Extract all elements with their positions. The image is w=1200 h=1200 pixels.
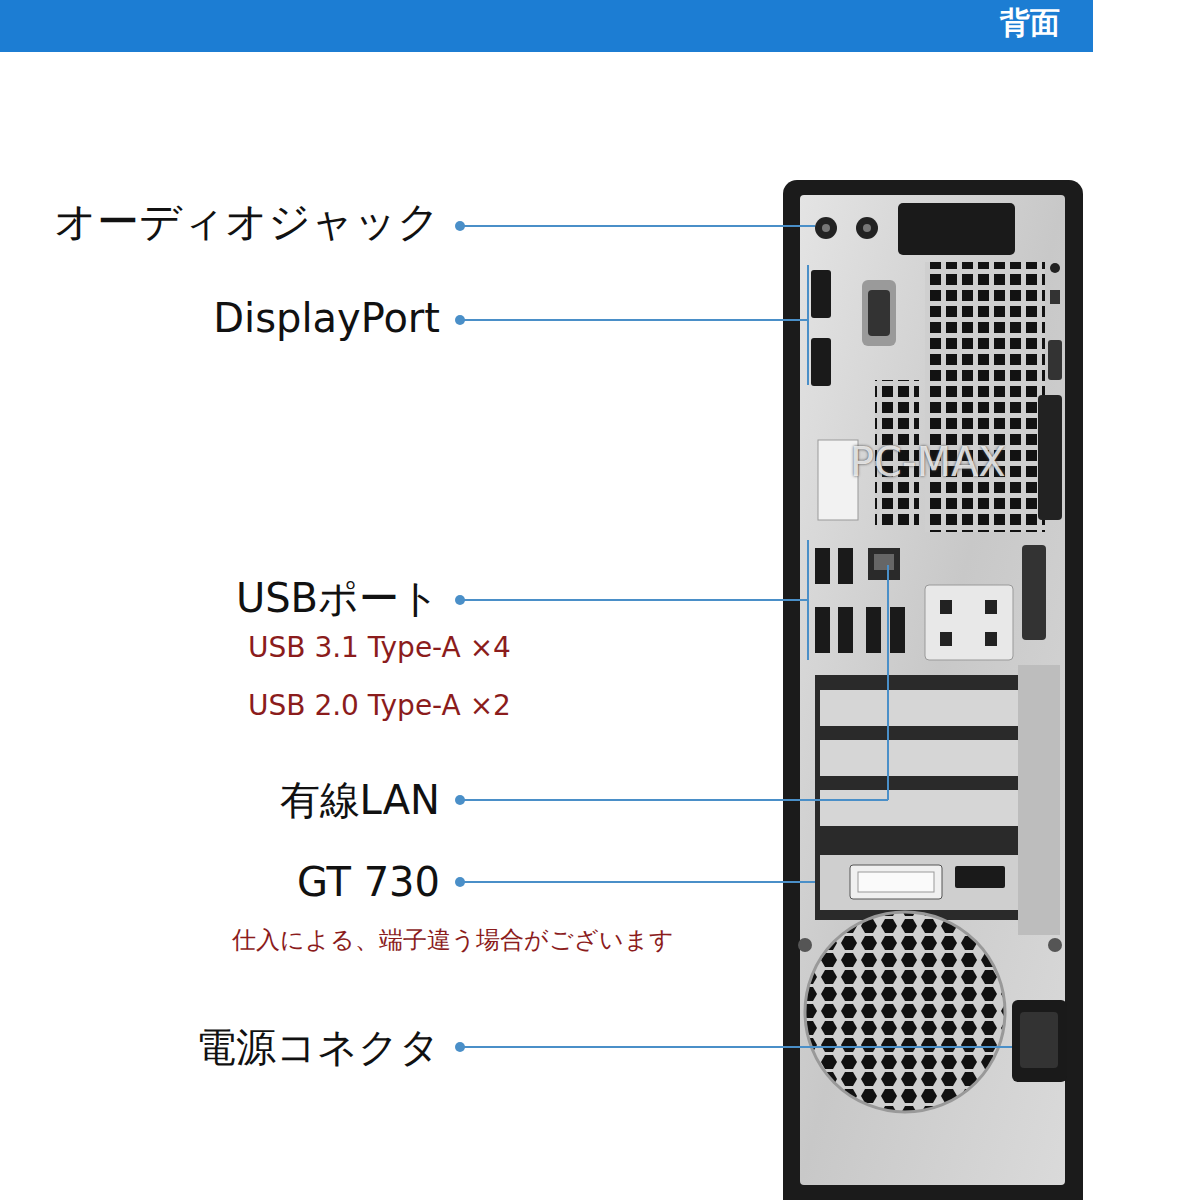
spec-note: USB 3.1 Type-A ×4 <box>248 633 511 664</box>
port-label: DisplayPort <box>213 296 440 340</box>
latch <box>1022 545 1046 640</box>
usb-port <box>838 548 853 584</box>
latch <box>1038 395 1062 520</box>
rear-panel <box>800 195 1065 1185</box>
slot-cover <box>820 690 1020 726</box>
gpu-displayport <box>955 866 1005 888</box>
port-label: GT 730 <box>297 860 440 904</box>
title-bar <box>0 0 1093 52</box>
plate <box>925 585 1013 660</box>
power-connector <box>1012 1000 1067 1082</box>
leader-lines <box>460 226 1012 1047</box>
port-label: USBポート <box>236 576 440 620</box>
gpu-bracket <box>820 855 1020 910</box>
dvi-port <box>850 865 942 899</box>
spec-note: USB 2.0 Type-A ×2 <box>248 691 511 722</box>
usb-port <box>890 607 905 653</box>
port-label: オーディオジャック <box>54 199 440 245</box>
displayport <box>811 338 831 386</box>
handle <box>898 203 1015 255</box>
usb-port <box>815 607 830 653</box>
lan-port <box>868 548 900 580</box>
fan-grill <box>805 912 1005 1112</box>
audio-jack <box>815 217 837 239</box>
usb-port <box>866 607 881 653</box>
audio-jack <box>856 217 878 239</box>
slot-area <box>815 675 1025 920</box>
watermark: PC-MAX <box>850 440 1006 484</box>
usb-port <box>838 607 853 653</box>
vent <box>925 262 1045 532</box>
usb-port <box>815 548 830 584</box>
slot-cover <box>820 740 1020 776</box>
note: 仕入による、端子違う場合がございます <box>232 927 674 953</box>
slot-latch <box>1018 665 1060 935</box>
title-text: 背面 <box>1000 6 1060 39</box>
displayport <box>811 270 831 318</box>
vga-port <box>862 280 896 346</box>
port-label: 電源コネクタ <box>196 1025 440 1069</box>
slot-cover <box>820 790 1020 826</box>
port-label: 有線LAN <box>280 778 441 822</box>
